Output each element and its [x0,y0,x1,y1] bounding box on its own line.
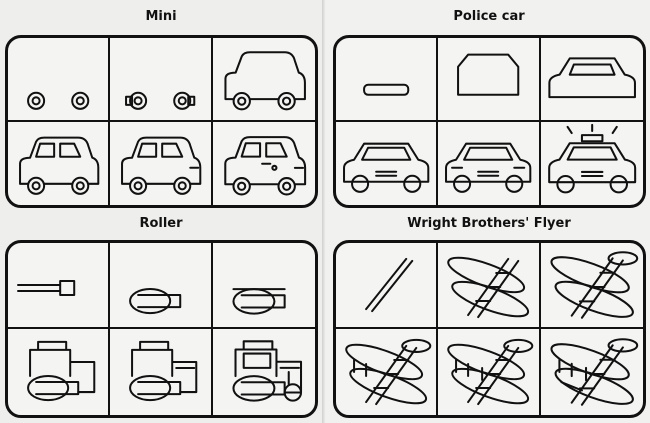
flyer-step-5 [438,329,541,415]
mini-step-4 [8,121,111,205]
mini-step-2-drawing [125,91,196,110]
roller-step-3-drawing [232,288,286,315]
panel-title-wright-flyer: Wright Brothers' Flyer [407,216,571,231]
police-car-steps-panel [333,35,646,208]
police-step-4 [336,121,439,205]
police-step-6-drawing [547,123,636,193]
roller-step-4 [8,329,111,415]
roller-step-1-drawing [17,279,76,297]
flyer-step-6-drawing [550,338,638,406]
wright-flyer-steps-panel [333,240,646,418]
police-step-1-drawing [363,83,410,96]
mini-step-2 [110,38,213,122]
police-step-1 [336,38,439,122]
book-spine [322,0,326,423]
mini-step-5 [110,121,213,205]
police-step-3-drawing [548,57,636,99]
mini-step-5-drawing [121,136,202,195]
police-step-5-drawing [445,142,532,193]
roller-steps-panel [5,240,318,418]
panel-title-mini: Mini [145,9,177,24]
flyer-step-5-drawing [447,338,534,406]
mini-step-4-drawing [19,136,100,195]
police-step-6 [541,122,643,206]
police-step-2-drawing [457,53,520,96]
flyer-step-3 [540,243,643,329]
flyer-step-1 [336,243,439,329]
mini-step-1-drawing [27,91,90,110]
roller-step-2-drawing [129,288,182,315]
flyer-step-2-drawing [447,256,530,319]
flyer-step-4 [336,329,439,415]
roller-step-6 [213,329,315,415]
flyer-step-3-drawing [550,251,638,319]
mini-step-3 [212,38,315,122]
roller-step-5-drawing [129,340,198,402]
panel-title-roller: Roller [139,216,183,231]
mini-step-6 [213,122,315,206]
roller-step-6-drawing [232,340,302,402]
flyer-step-6 [541,329,643,415]
mini-steps-panel [5,35,318,208]
roller-step-1 [8,243,111,329]
police-step-2 [438,38,541,122]
flyer-step-2 [438,243,541,329]
mini-step-3-drawing [224,51,306,111]
police-step-4-drawing [343,142,430,193]
police-step-5 [438,121,541,205]
roller-step-5 [110,329,213,415]
roller-step-2 [110,243,213,329]
panel-title-police-car: Police car [453,9,525,24]
mini-step-1 [8,38,111,122]
flyer-step-1-drawing [365,257,414,313]
mini-step-6-drawing [223,135,306,195]
roller-step-4-drawing [27,340,96,402]
roller-step-3 [212,243,315,329]
flyer-step-4-drawing [345,338,432,406]
police-step-3 [540,38,643,122]
